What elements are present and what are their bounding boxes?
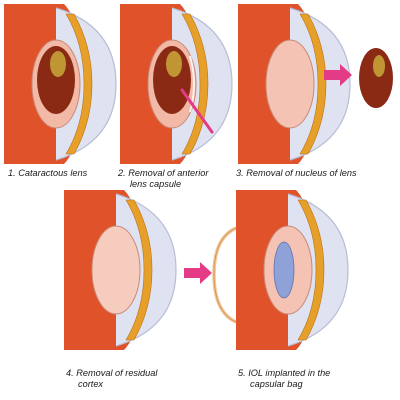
- capsulotomy-opening: [189, 55, 195, 113]
- caption-text: Cataractous lens: [18, 168, 88, 178]
- caption-step-5: 5. IOL implanted in the capsular bag: [238, 368, 330, 390]
- caption-number: 2.: [118, 168, 126, 178]
- caption-text: Removal of residual: [76, 368, 158, 378]
- caption-text-line2: capsular bag: [250, 379, 303, 389]
- caption-text: IOL implanted in the: [248, 368, 331, 378]
- panel-removal-residual-cortex: [64, 190, 184, 350]
- caption-step-1: 1. Cataractous lens: [8, 168, 87, 179]
- caption-text-line2: cortex: [78, 379, 104, 389]
- panel-removal-anterior-capsule: [120, 4, 240, 164]
- arrow-right-icon: [324, 64, 352, 86]
- caption-step-4: 4. Removal of residual cortex: [66, 368, 157, 390]
- eye-cross-section: [64, 190, 177, 350]
- eye-cross-section: [120, 4, 233, 164]
- caption-step-3: 3. Removal of nucleus of lens: [236, 168, 357, 179]
- cortex-removal-detail: [184, 226, 237, 324]
- residual-cortex: [212, 226, 237, 324]
- caption-step-2: 2. Removal of anterior lens capsule: [118, 168, 208, 190]
- eye-cross-section: [4, 4, 117, 164]
- eye-cross-section: [238, 4, 351, 164]
- caption-number: 5.: [238, 368, 246, 378]
- caption-number: 1.: [8, 168, 16, 178]
- empty-capsule: [265, 39, 315, 129]
- caption-number: 4.: [66, 368, 74, 378]
- caption-text: Removal of anterior: [128, 168, 209, 178]
- eye-cross-section: [236, 190, 349, 350]
- panel-removal-nucleus: [238, 4, 358, 164]
- surgical-instrument: [180, 88, 214, 134]
- intraocular-lens: [273, 241, 295, 299]
- caption-text: Removal of nucleus of lens: [246, 168, 357, 178]
- nucleus-removal-detail: [324, 48, 393, 108]
- panel-cataractous-lens: [4, 4, 124, 164]
- empty-capsule: [91, 225, 141, 315]
- caption-text-line2: lens capsule: [130, 179, 182, 189]
- caption-number: 3.: [236, 168, 244, 178]
- panel-iol-implanted: [236, 190, 356, 350]
- arrow-right-icon: [184, 262, 212, 284]
